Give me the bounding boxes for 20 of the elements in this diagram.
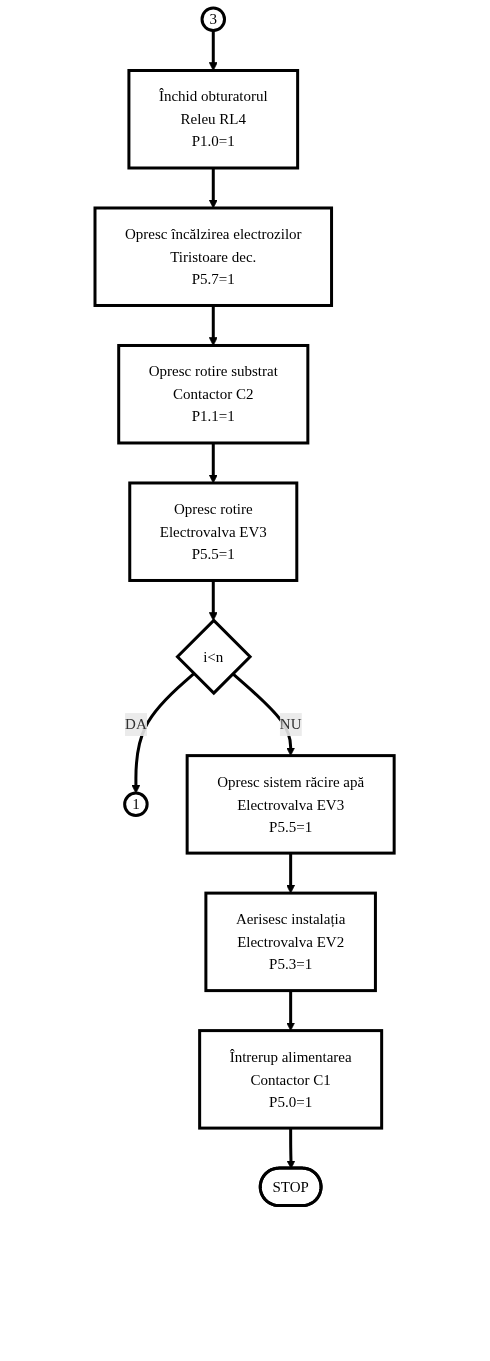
arrow (232, 672, 296, 756)
arrow (209, 305, 219, 346)
arrow (287, 1128, 296, 1169)
arrow (131, 672, 196, 794)
node-circle: 1 (123, 791, 150, 818)
edge-label: DA (125, 716, 148, 733)
node-box: Opresc încălzirea electrozilor Tiristoare dec. P5.7=1 (93, 206, 334, 307)
node-box: Aerisesc instalația Electrovalva EV2 P5.3=1 (204, 891, 378, 993)
node-box: Închid obturatorul Releu RL4 P1.0=1 (127, 69, 300, 170)
arrow (209, 580, 219, 621)
edge-label: NU (280, 716, 302, 733)
arrow (286, 990, 296, 1031)
arrow (286, 853, 296, 894)
arrow (209, 30, 219, 71)
node-box: Opresc rotire Electrovalva EV3 P5.5=1 (128, 481, 299, 582)
node-box: Opresc sistem răcire apă Electrovalva EV3 P5.5=1 (186, 754, 397, 855)
node-box: Întrerup alimentarea Contactor C1 P5.0=1 (198, 1029, 384, 1130)
node-diamond: i<n (175, 618, 253, 696)
node-circle: 3 (200, 6, 227, 32)
node-box: Opresc rotire substrat Contactor C2 P1.1=1 (117, 344, 310, 445)
